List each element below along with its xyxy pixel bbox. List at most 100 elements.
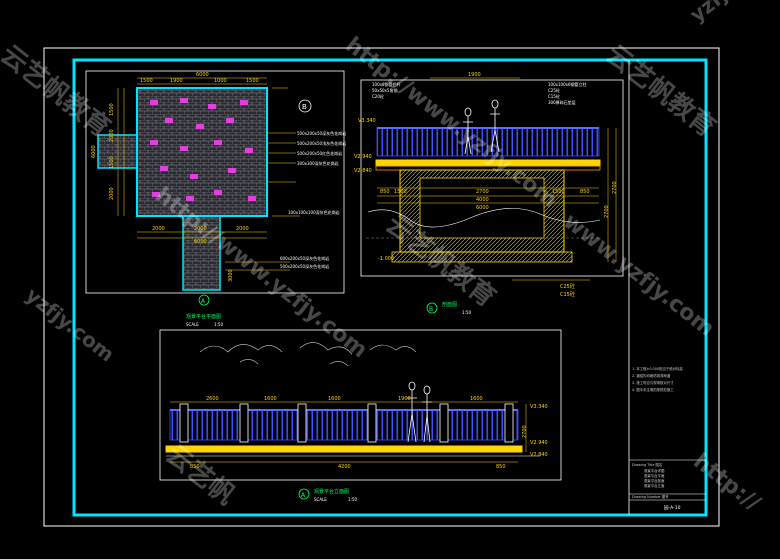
plan-dim-left-3: 1500 [109, 156, 115, 169]
plan-view: 6000 1500 1900 1000 1500 1500 2000 1500 … [91, 72, 346, 327]
section-dim-a1: 850 [380, 189, 390, 195]
plan-dim-left-2: 2000 [109, 129, 115, 142]
watermark-10: http:// [688, 449, 765, 517]
plan-note-3: 500x200x50红色花岗岩 [297, 150, 342, 156]
section-level-water: V2.840 [354, 168, 372, 174]
elevation-marker [298, 488, 310, 500]
note-3: 3. 施工时应与现场核对尺寸 [632, 380, 674, 385]
section-note-left-2: 50x50x5角钢 [372, 87, 397, 93]
plan-marker-label: A [201, 298, 206, 305]
elev-dim-upper-3: 1600 [328, 396, 341, 402]
plan-dim-bottom-1: 2000 [152, 226, 165, 232]
note-2: 2. 钢结构均刷防锈漆两道 [632, 373, 671, 378]
plan-ratio: 1:50 [214, 322, 223, 327]
elev-dim-lower-2: 4200 [338, 464, 351, 470]
sheet-number: 园-A-10 [664, 505, 681, 511]
section-dim-right-2: 2700 [612, 181, 618, 194]
section-note-right-3: C15砼 [548, 93, 560, 99]
section-level-bottom: -1.000 [378, 256, 394, 262]
note-4: 4. 图中未注明的按规范施工 [632, 387, 674, 392]
plan-dim-top-3: 1000 [214, 78, 227, 84]
plan-panel [85, 70, 345, 294]
section-note-left-1: 100x8钢管栏杆 [372, 81, 401, 87]
section-note-right-1: 100x100x6钢管立柱 [548, 81, 587, 87]
plan-note-2: 500x200x50浅灰色花岗岩 [297, 140, 346, 146]
plan-dim-top-1: 1500 [140, 78, 153, 84]
elev-dim-lower-1: 850 [190, 464, 200, 470]
plan-title: 观景平台平面图 [186, 313, 221, 320]
plan-note-7: 500x200x50深灰色花岗岩 [280, 263, 329, 269]
section-c25: C25砼 [560, 283, 575, 290]
elev-dim-upper-4: 1900 [398, 396, 411, 402]
elev-dim-lower-3: 850 [496, 464, 506, 470]
section-ratio: 1:50 [462, 310, 471, 315]
section-dim-c: 6000 [476, 205, 489, 211]
section-note-right-2: C25砼 [548, 87, 560, 93]
watermark-3: yzfjy.com [685, 0, 780, 27]
plan-note-5: 100x100x100深灰色花岗岩 [288, 209, 340, 215]
watermark-6: yzfjy.com [21, 283, 119, 367]
plan-dim-top: 6000 [196, 72, 209, 78]
plan-note-1: 500x200x50深灰色花岗岩 [297, 130, 346, 136]
title-row-5: 观景平台立面 [644, 483, 665, 488]
elev-level-mid: V2.940 [530, 440, 548, 446]
elev-dim-upper-2: 1600 [264, 396, 277, 402]
section-dim-a4: 1500 [552, 189, 565, 195]
section-marker [426, 302, 438, 314]
title-row-6: Drawing Number 图号 [632, 494, 669, 499]
outer-frame [43, 47, 720, 527]
plan-dim-top-2: 1900 [170, 78, 183, 84]
section-marker-b [298, 99, 312, 113]
plan-marker [198, 294, 210, 306]
section-dim-top: 1900 [468, 72, 481, 78]
plan-dim-top-4: 1500 [246, 78, 259, 84]
elev-dim-upper-1: 2600 [206, 396, 219, 402]
elev-level-top: V3.340 [530, 404, 548, 410]
section-dim-a5: 850 [580, 189, 590, 195]
elev-level-low: V2.840 [530, 452, 548, 458]
plan-dim-bottom-3: 2000 [236, 226, 249, 232]
elevation-scale: SCALE [314, 497, 327, 502]
elev-dim-right: 2700 [522, 425, 528, 438]
elevation-ratio: 1:50 [348, 497, 357, 502]
section-dim-b: 4000 [476, 197, 489, 203]
plan-note-4: 300x300深灰色花岗岩 [297, 160, 339, 166]
elevation-panel [159, 329, 562, 481]
section-dim-right-1: 2700 [604, 205, 610, 218]
note-1: 1. 本工程±0.000相当于绝对标高 [632, 366, 683, 371]
section-marker-b-label: B [302, 103, 307, 111]
section-dim-a2: 1500 [394, 189, 407, 195]
title-row-2: 观景平台详图 [644, 468, 665, 473]
title-row-4: 观景平台剖面 [644, 478, 665, 483]
section-view: 1900 850 1500 2700 1500 850 4000 6000 27… [354, 72, 618, 315]
section-panel [360, 79, 624, 277]
title-row-1: Drawing Title 图名 [632, 462, 662, 467]
section-level-deck: V2.940 [354, 154, 372, 160]
plan-note-6: 600x200x50深灰色花岗岩 [280, 255, 329, 261]
plan-dim-bottom-total: 6000 [194, 239, 207, 245]
section-c15: C15砼 [560, 291, 575, 298]
title-block: Drawing Title 图名 观景平台详图 观景平台平面 观景平台剖面 观景… [629, 459, 706, 511]
watermark-1: 云艺帆教育 [0, 39, 116, 143]
section-title: 剖面图 [442, 301, 457, 308]
plan-dim-stem: 3000 [228, 269, 234, 282]
elev-dim-upper-5: 1600 [470, 396, 483, 402]
plan-dim-mid: 6000 [91, 145, 97, 158]
elevation-marker-label: A [301, 492, 306, 499]
section-marker-label: B [429, 306, 433, 313]
section-note-right-4: 300厚碎石垫层 [548, 99, 576, 105]
elevation-view: 2600 1600 1600 1900 1600 850 4200 850 27… [165, 342, 548, 502]
plan-dim-bottom-2: 2000 [194, 226, 207, 232]
section-note-left-3: C20砼 [372, 93, 384, 99]
general-notes: 1. 本工程±0.000相当于绝对标高 2. 钢结构均刷防锈漆两道 3. 施工时… [632, 366, 683, 392]
section-level-top: V3.340 [358, 118, 376, 124]
elevation-title: 观景平台立面图 [314, 488, 349, 495]
section-dim-a3: 2700 [476, 189, 489, 195]
watermark-4: 云艺帆教育 [600, 39, 722, 143]
plan-scale: SCALE [186, 322, 199, 327]
watermark-8: www.yzfjy.com [558, 209, 718, 342]
plan-dim-left-1: 1500 [109, 103, 115, 116]
title-row-3: 观景平台平面 [644, 473, 665, 478]
inner-frame [72, 58, 708, 517]
